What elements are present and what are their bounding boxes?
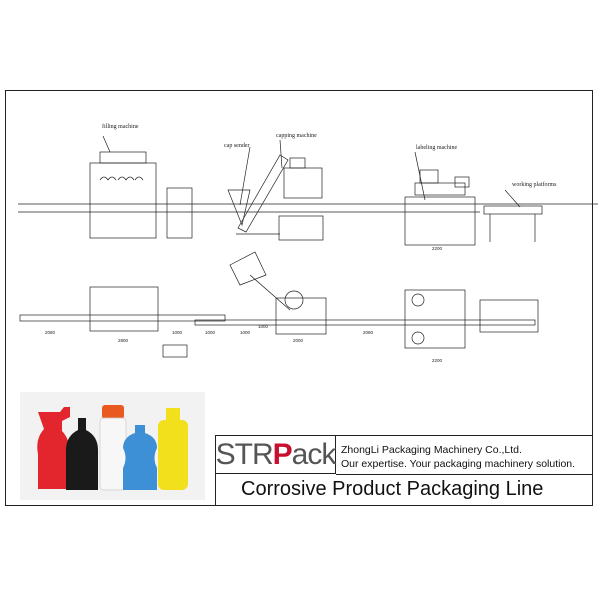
cap-orange: [102, 405, 124, 419]
product-bottles: [37, 405, 188, 491]
dim-9: 2200: [432, 358, 443, 363]
control-cabinet: [166, 187, 193, 239]
control-cabinet-plan: [162, 344, 188, 358]
bottle-blue: [123, 425, 157, 490]
label-roll: [411, 293, 425, 307]
bottle-white: [99, 417, 127, 491]
leader-platform: [504, 189, 521, 208]
logo-str: STR: [215, 437, 274, 471]
label-working-platforms: working platforms: [512, 181, 557, 188]
working-platform: [483, 205, 543, 242]
label-capping-machine: capping machine: [276, 133, 317, 139]
capping-turret: [284, 290, 304, 310]
logo-ack: ack: [291, 437, 337, 471]
drawing-title: Corrosive Product Packaging Line: [241, 478, 544, 500]
bottle-red-spray: [37, 407, 70, 489]
dim-1: 2080: [45, 330, 56, 335]
dim-4: 1000: [205, 330, 216, 335]
leader-labeling: [414, 151, 426, 201]
bottle-yellow: [158, 420, 188, 490]
dim-5: 1000: [240, 330, 251, 335]
capping-machine: [278, 157, 324, 241]
label-roll: [411, 331, 425, 345]
dim-3: 1000: [172, 330, 183, 335]
cap-sender: [227, 154, 289, 235]
company-name: ZhongLi Packaging Machinery Co.,Ltd.: [341, 444, 522, 456]
bottle-black: [66, 418, 98, 490]
working-platform-plan: [479, 299, 539, 333]
leader-filling: [102, 135, 111, 153]
leader-cap-sender: [239, 146, 251, 206]
label-filling-machine: filling machine: [102, 123, 139, 130]
labeling-machine-plan: [404, 289, 466, 349]
filling-machine-plan: [89, 286, 159, 332]
cap-yellow: [166, 408, 180, 420]
capping-machine-plan: [275, 297, 327, 335]
dim-2: 2800: [118, 338, 129, 343]
dim-10: 2200: [432, 246, 443, 251]
filling-machine: [89, 151, 157, 239]
company-info: ZhongLi Packaging Machinery Co.,Ltd. Our…: [341, 443, 575, 471]
dim-7: 2000: [293, 338, 304, 343]
plan-view: [19, 251, 539, 358]
leader-capping: [279, 139, 283, 169]
dim-6: 1000: [258, 324, 269, 329]
elevation-view: [18, 135, 598, 246]
conveyor-plan-right: [194, 319, 536, 326]
cap-sender-plan: [229, 251, 291, 311]
conveyor-plan-left: [19, 314, 226, 322]
dim-8: 2080: [363, 330, 374, 335]
labeling-machine: [404, 169, 476, 246]
label-cap-sender: cap sender: [224, 143, 250, 149]
company-row: [336, 436, 592, 475]
logo-p: P: [272, 437, 293, 471]
label-labeling-machine: labeling machine: [416, 145, 457, 151]
company-slogan: Our expertise. Your packaging machinery …: [341, 458, 576, 470]
